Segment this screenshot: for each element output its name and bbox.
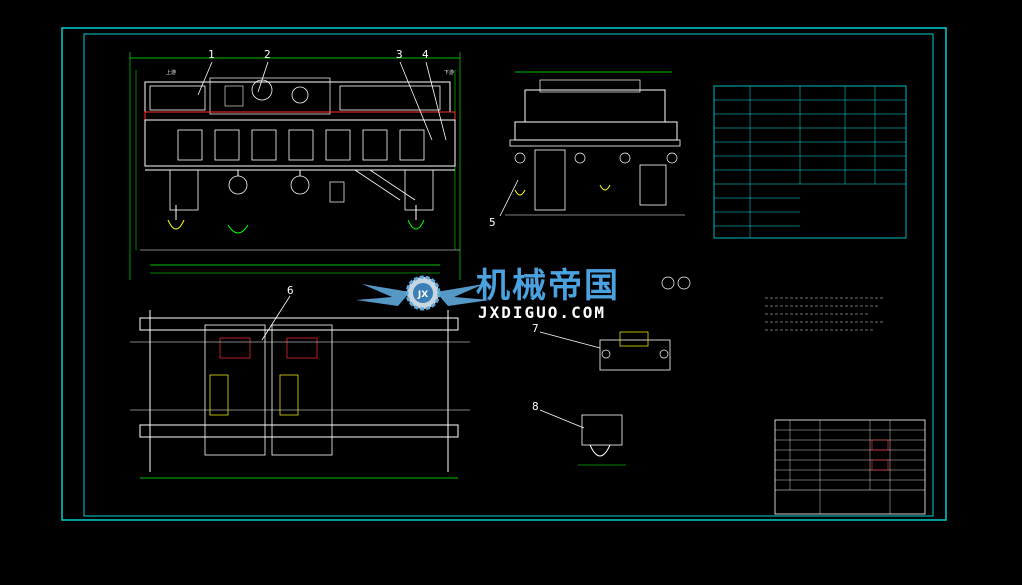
svg-text:2: 2 [264, 48, 271, 61]
downstream-label: 下游 [444, 69, 454, 76]
parameter-table [713, 85, 907, 239]
watermark-logo-letters: JX [417, 290, 428, 300]
inner-border [83, 33, 934, 517]
front-elevation-view [129, 52, 461, 280]
watermark: JX 机械帝国 JXDIGUO.COM [356, 266, 620, 322]
technical-notes [765, 297, 885, 331]
svg-text:3: 3 [396, 48, 403, 61]
plan-view [130, 310, 470, 479]
svg-text:4: 4 [422, 48, 429, 61]
part-label-4: 4 [422, 48, 447, 141]
watermark-brand-cn: 机械帝国 [476, 266, 620, 306]
svg-text:1: 1 [208, 48, 215, 61]
part-label-6: 6 [261, 284, 294, 341]
svg-text:5: 5 [489, 216, 496, 229]
watermark-brand-en: JXDIGUO.COM [478, 303, 606, 322]
part-label-5: 5 [489, 179, 519, 229]
detail-view-8 [578, 414, 626, 466]
part-label-7: 7 [532, 322, 601, 349]
side-elevation-view [505, 71, 685, 216]
part-label-2: 2 [257, 48, 271, 93]
upstream-label: 上游 [166, 69, 176, 76]
svg-text:6: 6 [287, 284, 294, 297]
detail-view-7 [599, 276, 691, 371]
parts-list-title-block [774, 419, 926, 515]
part-label-8: 8 [532, 400, 585, 429]
svg-text:8: 8 [532, 400, 539, 413]
outer-border [61, 27, 947, 521]
svg-text:7: 7 [532, 322, 539, 335]
part-label-3: 3 [396, 48, 433, 141]
part-number-labels: 1 2 3 4 5 6 7 8 [197, 48, 601, 429]
part-label-1: 1 [197, 48, 215, 96]
watermark-logo-icon: JX [356, 275, 490, 311]
